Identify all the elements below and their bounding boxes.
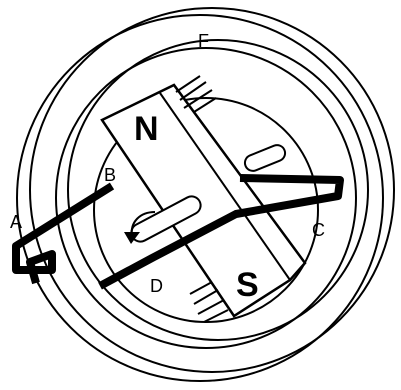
label-a: A bbox=[10, 212, 22, 232]
label-f: F bbox=[198, 31, 209, 51]
label-d: D bbox=[150, 276, 163, 296]
north-pole-label: N bbox=[134, 110, 159, 148]
label-c: C bbox=[312, 220, 325, 240]
south-pole-label: S bbox=[236, 266, 259, 304]
label-b: B bbox=[104, 165, 116, 185]
